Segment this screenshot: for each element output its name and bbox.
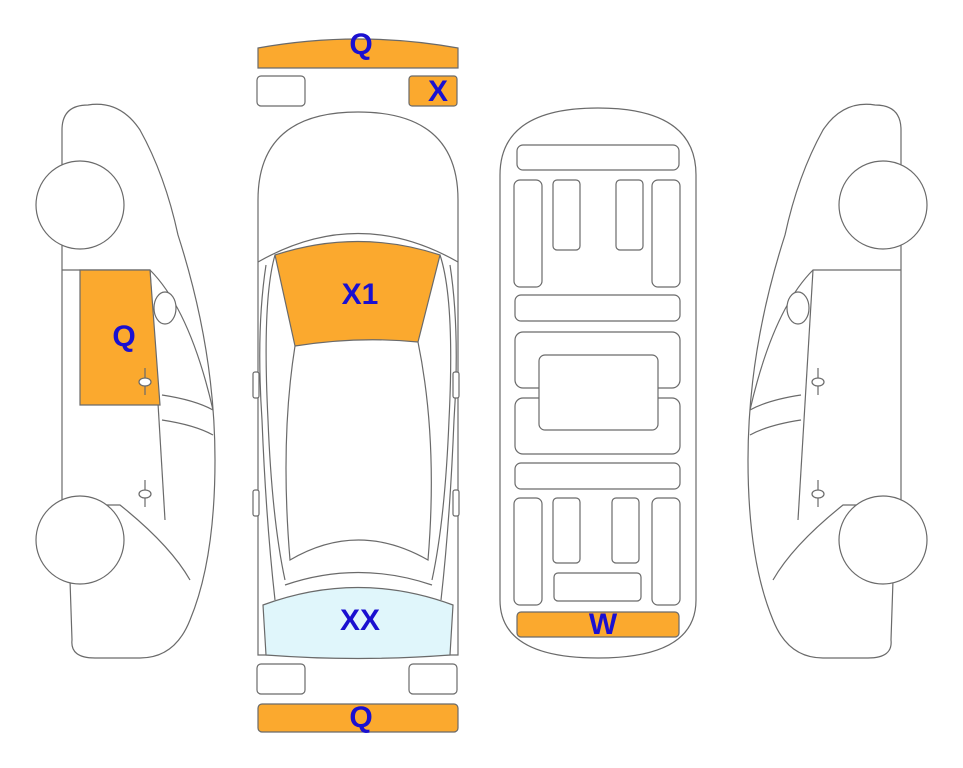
left-door-handle-rear [138, 480, 152, 507]
underbody-rear-code: W [589, 608, 618, 641]
right-taillight[interactable] [408, 663, 458, 695]
left-side-lower-line [62, 504, 191, 581]
underbody-part [514, 462, 681, 490]
left-side-door-seam-2 [161, 419, 214, 436]
underbody-rear-panel[interactable] [516, 611, 680, 638]
right-door-handle [452, 489, 460, 517]
right-door-handle-rear [811, 480, 825, 507]
rear-bumper-code: Q [349, 701, 372, 734]
right-window-line [431, 254, 452, 581]
right-side-door-seam [749, 394, 802, 411]
left-body-line [259, 264, 276, 601]
right-front-wheel[interactable] [838, 160, 928, 250]
underbody-part [553, 572, 642, 602]
left-side-view: Q [35, 103, 216, 659]
underbody-center-plate [538, 354, 659, 431]
underbody-part [514, 294, 681, 322]
front-bumper-code: Q [349, 28, 372, 61]
left-mirror [252, 371, 260, 399]
right-mirror-side [786, 291, 810, 325]
underbody-part [611, 497, 640, 564]
left-taillight[interactable] [256, 663, 306, 695]
left-side-window-line [62, 269, 214, 411]
left-rear-wheel[interactable] [35, 495, 125, 585]
right-headlight-panel[interactable] [408, 75, 458, 107]
underbody-part [552, 179, 581, 251]
underbody-part [615, 179, 644, 251]
right-side-door-seam-2 [749, 419, 802, 436]
right-mirror [452, 371, 460, 399]
left-headlight[interactable] [256, 75, 306, 107]
underbody-view: W [499, 107, 697, 659]
underbody-part [513, 497, 543, 606]
windshield-code: X1 [342, 278, 379, 311]
right-rear-wheel[interactable] [838, 495, 928, 585]
rear-bumper-panel[interactable] [257, 703, 459, 733]
top-body-outline [257, 111, 459, 656]
right-side-lower-line [772, 504, 901, 581]
right-headlight-code: X [428, 75, 448, 108]
left-door-handle [252, 489, 260, 517]
right-side-view [747, 103, 928, 659]
rear-window-panel[interactable] [262, 586, 454, 660]
underbody-part [513, 179, 543, 288]
left-front-door-code: Q [112, 320, 135, 353]
left-door-handle-front [138, 368, 152, 395]
underbody-part [552, 497, 581, 564]
right-side-window-line [749, 269, 901, 411]
underbody-part [651, 179, 681, 288]
left-window-line [265, 254, 286, 581]
right-body-line [440, 264, 457, 601]
underbody-part [651, 497, 681, 606]
left-front-wheel[interactable] [35, 160, 125, 250]
hood-line [257, 233, 459, 263]
left-front-door-panel[interactable] [79, 269, 161, 406]
trunk-line [284, 571, 433, 586]
right-side-pillar [797, 269, 814, 521]
underbody-front-crossmember [516, 144, 680, 171]
left-mirror-side [153, 291, 177, 325]
top-view: Q X X1 XX Q [252, 28, 460, 734]
left-side-door-seam [161, 394, 214, 411]
roof-outline [285, 341, 432, 562]
right-door-handle-front [811, 368, 825, 395]
rear-window-code: XX [340, 604, 380, 637]
front-bumper-panel[interactable] [257, 38, 459, 69]
